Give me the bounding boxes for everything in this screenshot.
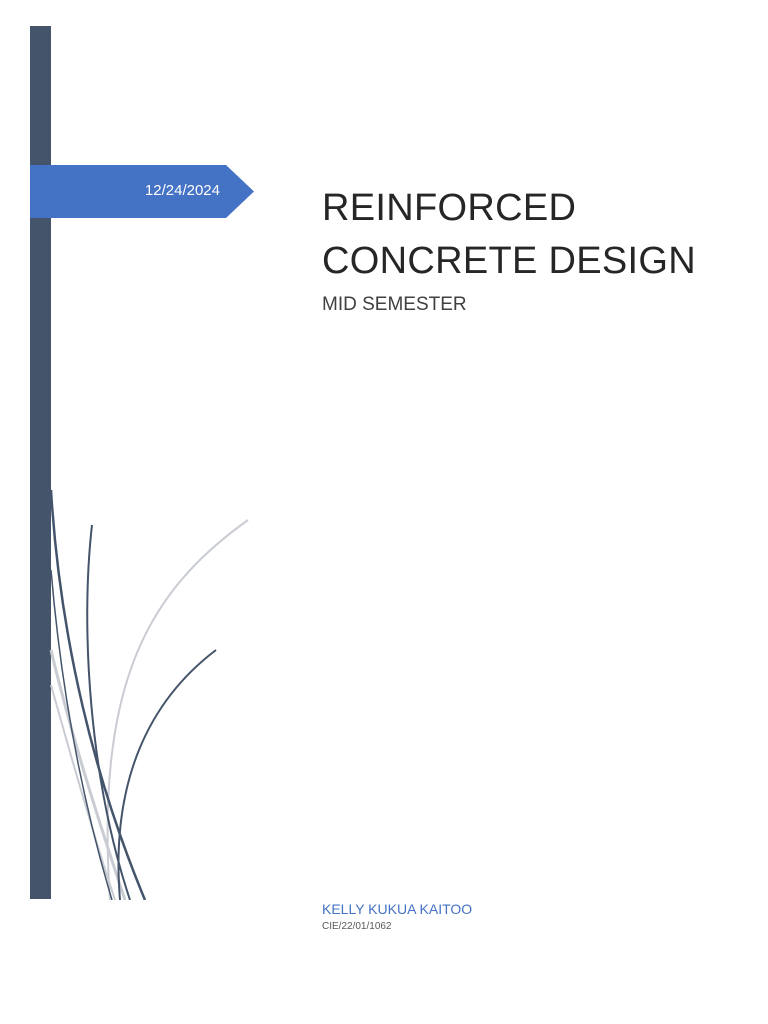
decorative-curves	[49, 489, 249, 900]
date-tab: 12/24/2024	[30, 165, 254, 218]
date-tab-arrow-shape	[30, 165, 254, 218]
cover-date: 12/24/2024	[144, 182, 220, 199]
title-line-2: CONCRETE DESIGN	[322, 240, 696, 282]
author-name: KELLY KUKUA KAITOO	[322, 901, 473, 917]
vertical-accent-bar	[30, 26, 51, 899]
document-title: REINFORCED CONCRETE DESIGN	[322, 182, 742, 288]
student-id: CIE/22/01/1062	[322, 921, 392, 932]
document-subtitle: MID SEMESTER	[322, 294, 467, 315]
title-line-1: REINFORCED	[322, 187, 577, 229]
